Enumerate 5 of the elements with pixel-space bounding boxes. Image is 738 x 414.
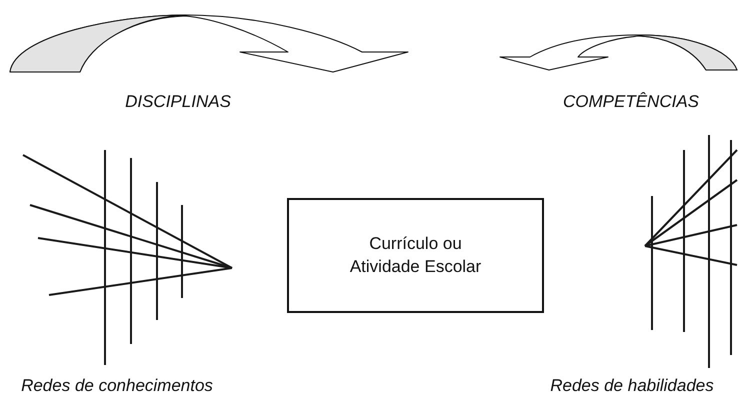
caption-label: COMPETÊNCIAS <box>562 92 700 112</box>
caption-label: DISCIPLINAS <box>125 92 231 112</box>
process-box: Currículo ou Atividade Escolar <box>287 198 544 313</box>
caption-label: Redes de conhecimentos <box>21 376 213 396</box>
caption-label: Redes de habilidades <box>550 376 714 396</box>
